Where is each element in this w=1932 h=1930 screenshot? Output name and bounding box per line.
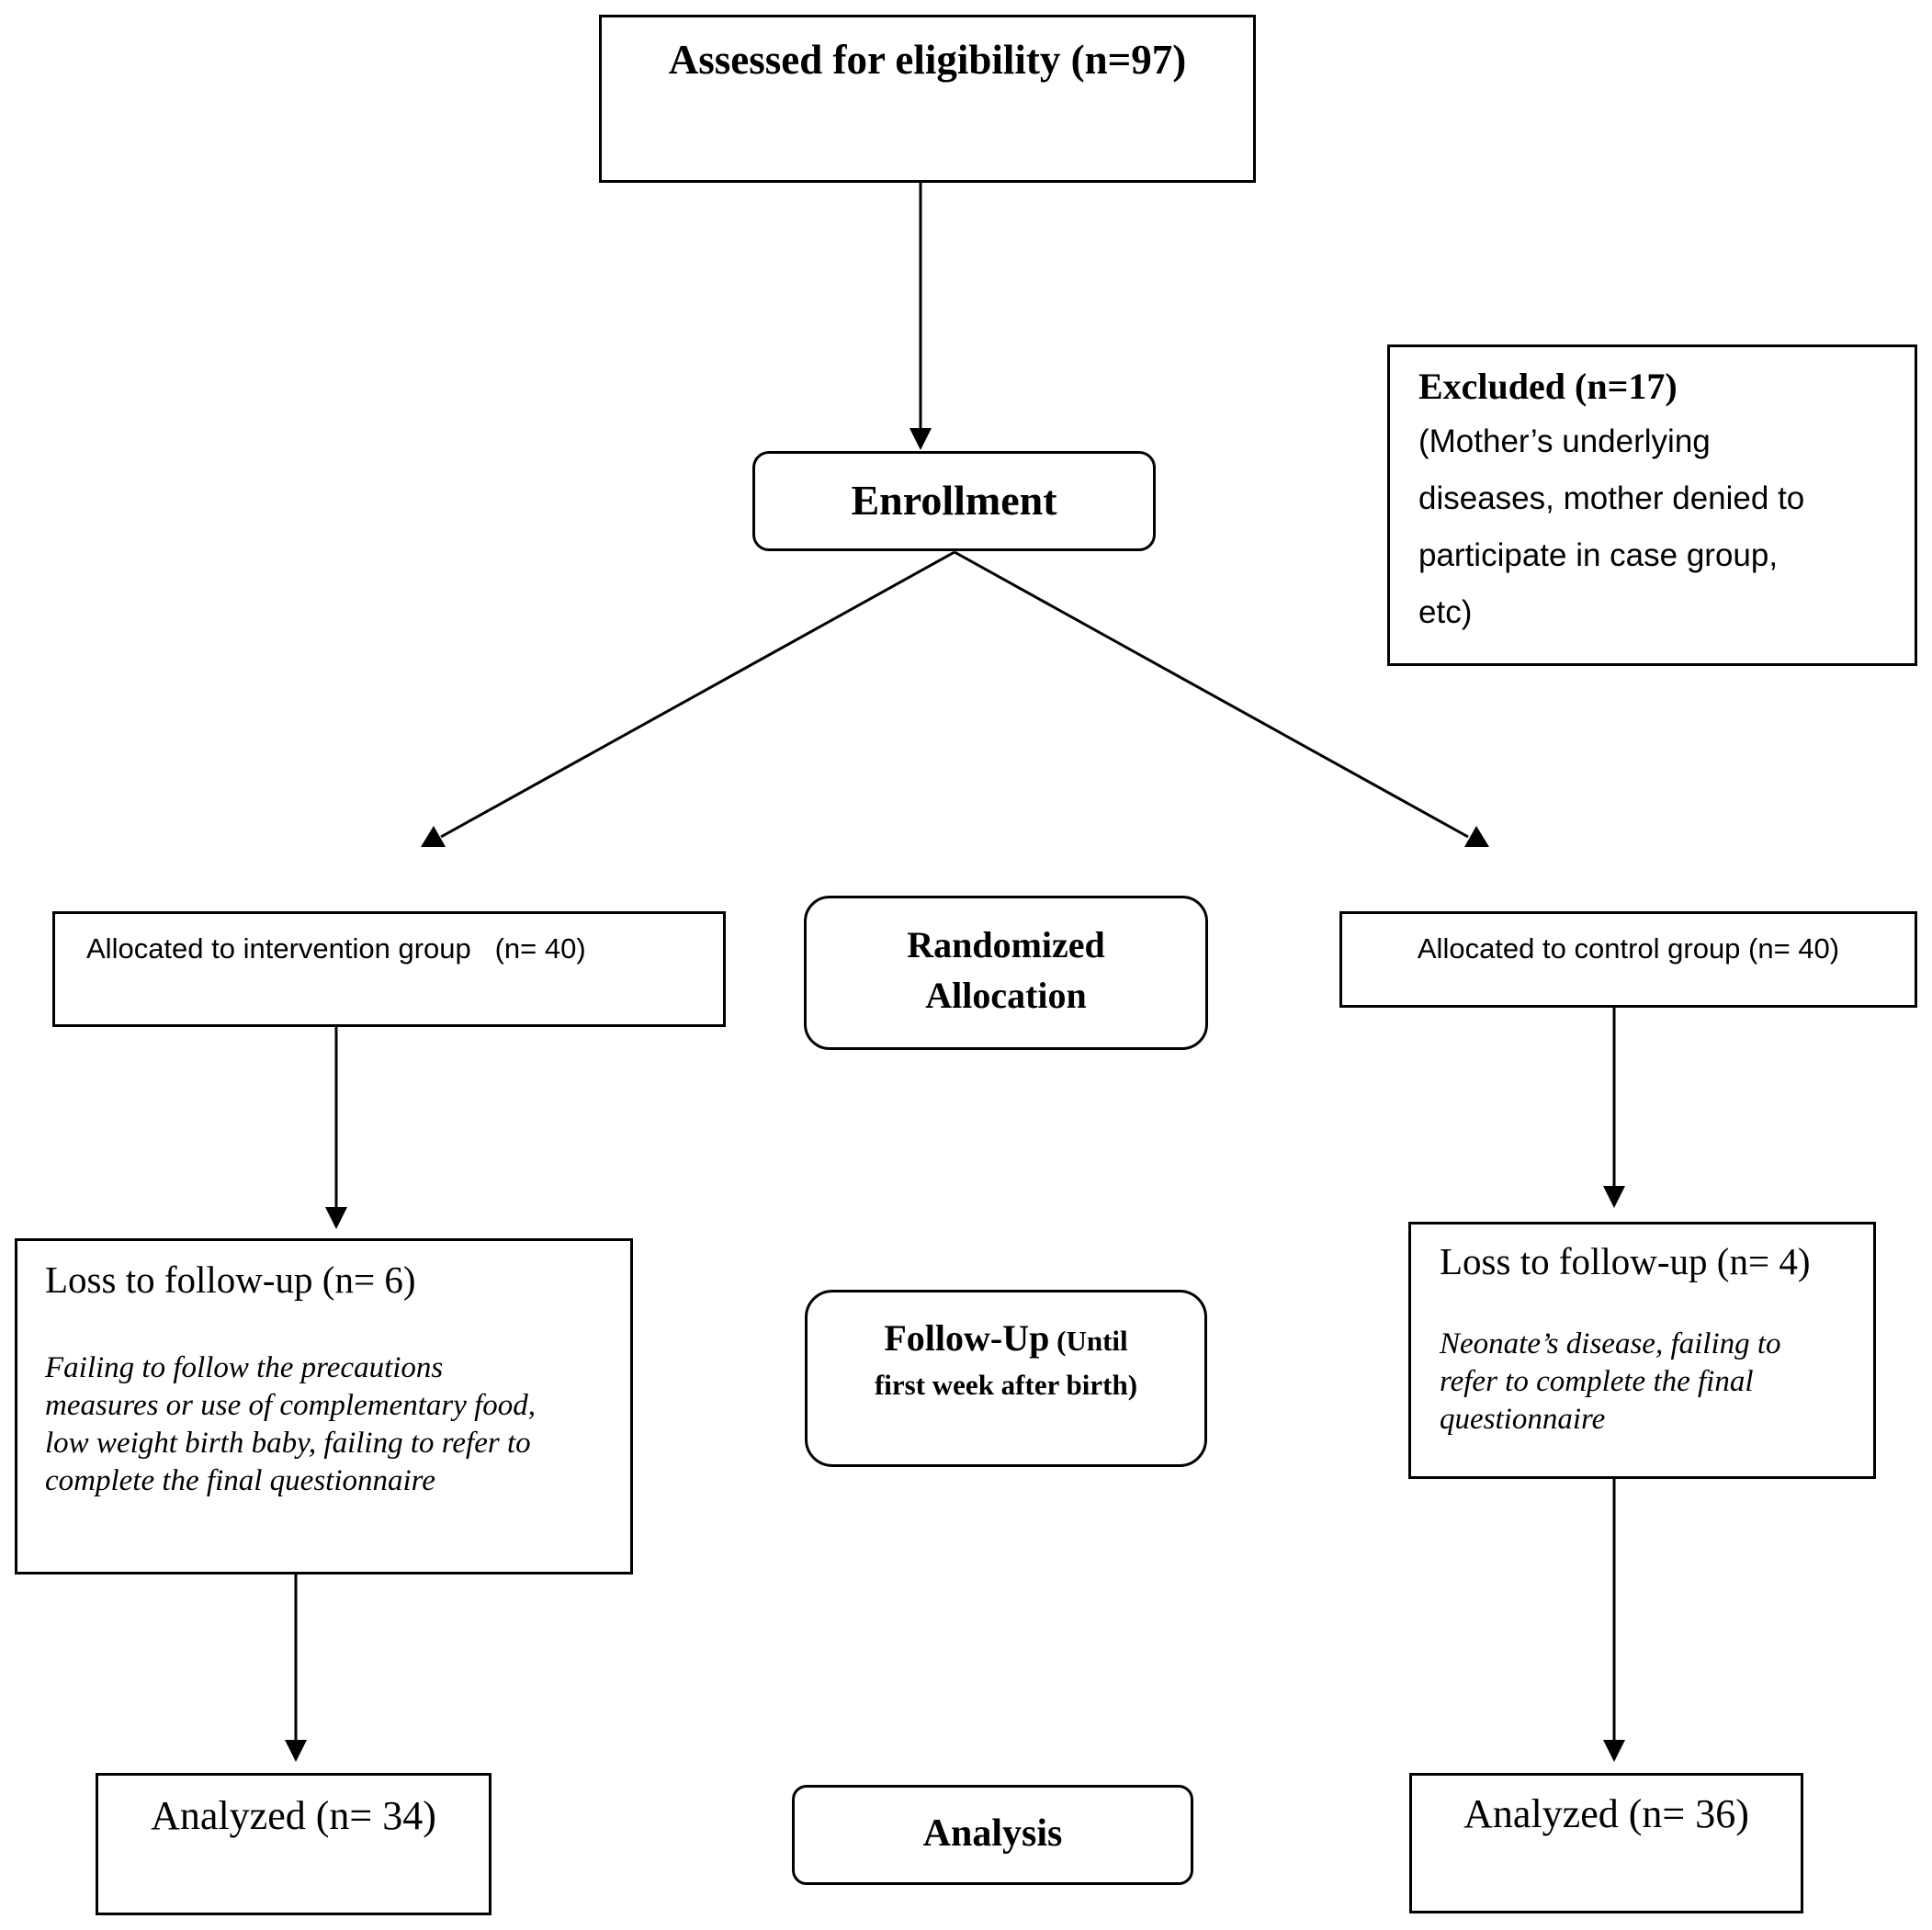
reason-line: Failing to follow the precautions: [45, 1351, 444, 1384]
excluded-reason-line: participate in case group,: [1418, 537, 1779, 573]
reason-line: refer to complete the final: [1440, 1365, 1754, 1398]
arrowhead-icon: [325, 1207, 347, 1229]
intervention-group-label: Allocated to intervention group (n= 40): [86, 932, 586, 965]
arrowhead-icon: [1464, 826, 1489, 847]
follow-up-until: (Until: [1049, 1325, 1128, 1357]
loss-control-reasons: Neonate’s disease, failing to refer to c…: [1440, 1326, 1781, 1439]
randomized-allocation-box: Randomized Allocation: [804, 896, 1208, 1050]
analyzed-control-label: Analyzed (n= 36): [1463, 1791, 1749, 1836]
analysis-box: Analysis: [792, 1785, 1193, 1885]
excluded-reason-line: etc): [1418, 594, 1473, 630]
assessed-label: Assessed for eligibility (n=97): [668, 37, 1187, 83]
arrowhead-icon: [1603, 1740, 1625, 1762]
arrowhead-icon: [910, 428, 932, 450]
randomized-label: Randomized: [907, 924, 1105, 965]
follow-up-box: Follow-Up (Until first week after birth): [805, 1290, 1207, 1467]
reason-line: Neonate’s disease, failing to: [1440, 1327, 1781, 1360]
enrollment-box: Enrollment: [752, 451, 1156, 551]
reason-line: complete the final questionnaire: [45, 1464, 435, 1497]
arrowhead-icon: [285, 1740, 307, 1762]
follow-up-title-line: Follow-Up (Until: [808, 1320, 1204, 1357]
intervention-group-box: Allocated to intervention group (n= 40): [52, 911, 726, 1027]
excluded-title: Excluded (n=17): [1418, 366, 1678, 407]
reason-line: questionnaire: [1440, 1403, 1606, 1436]
excluded-box: Excluded (n=17) (Mother’s underlying dis…: [1387, 344, 1917, 666]
arrow-enrollment-to-intervention: [421, 550, 955, 847]
reason-line: measures or use of complementary food,: [45, 1389, 537, 1422]
excluded-reasons: (Mother’s underlying diseases, mother de…: [1418, 413, 1804, 641]
analyzed-intervention-box: Analyzed (n= 34): [96, 1773, 491, 1915]
control-group-label: Allocated to control group (n= 40): [1417, 932, 1840, 965]
loss-intervention-reasons: Failing to follow the precautions measur…: [45, 1349, 536, 1500]
control-group-box: Allocated to control group (n= 40): [1339, 911, 1917, 1008]
analysis-label: Analysis: [922, 1812, 1063, 1855]
assessed-box: Assessed for eligibility (n=97): [599, 15, 1256, 183]
follow-up-title: Follow-Up: [884, 1317, 1050, 1359]
loss-intervention-title: Loss to follow-up (n= 6): [45, 1258, 416, 1301]
arrow-assessed-to-enrollment: [910, 183, 932, 450]
loss-control-box: Loss to follow-up (n= 4) Neonate’s disea…: [1408, 1222, 1876, 1479]
follow-up-duration: first week after birth): [874, 1369, 1138, 1401]
allocation-label: Allocation: [925, 975, 1087, 1016]
loss-control-title: Loss to follow-up (n= 4): [1440, 1240, 1811, 1282]
loss-intervention-box: Loss to follow-up (n= 6) Failing to foll…: [15, 1238, 633, 1574]
arrowhead-icon: [1603, 1186, 1625, 1208]
enrollment-label: Enrollment: [851, 477, 1057, 524]
arrow-intervention-to-loss: [325, 1027, 347, 1229]
analyzed-intervention-label: Analyzed (n= 34): [151, 1793, 436, 1838]
reason-line: low weight birth baby, failing to refer …: [45, 1427, 531, 1460]
arrow-loss-to-analyzed-intervention: [285, 1574, 307, 1762]
arrow-control-to-loss: [1603, 1008, 1625, 1208]
excluded-reason-line: diseases, mother denied to: [1418, 480, 1805, 516]
arrow-loss-to-analyzed-control: [1603, 1478, 1625, 1762]
excluded-reason-line: (Mother’s underlying: [1418, 423, 1711, 459]
arrowhead-icon: [421, 826, 446, 847]
analyzed-control-box: Analyzed (n= 36): [1409, 1773, 1803, 1913]
